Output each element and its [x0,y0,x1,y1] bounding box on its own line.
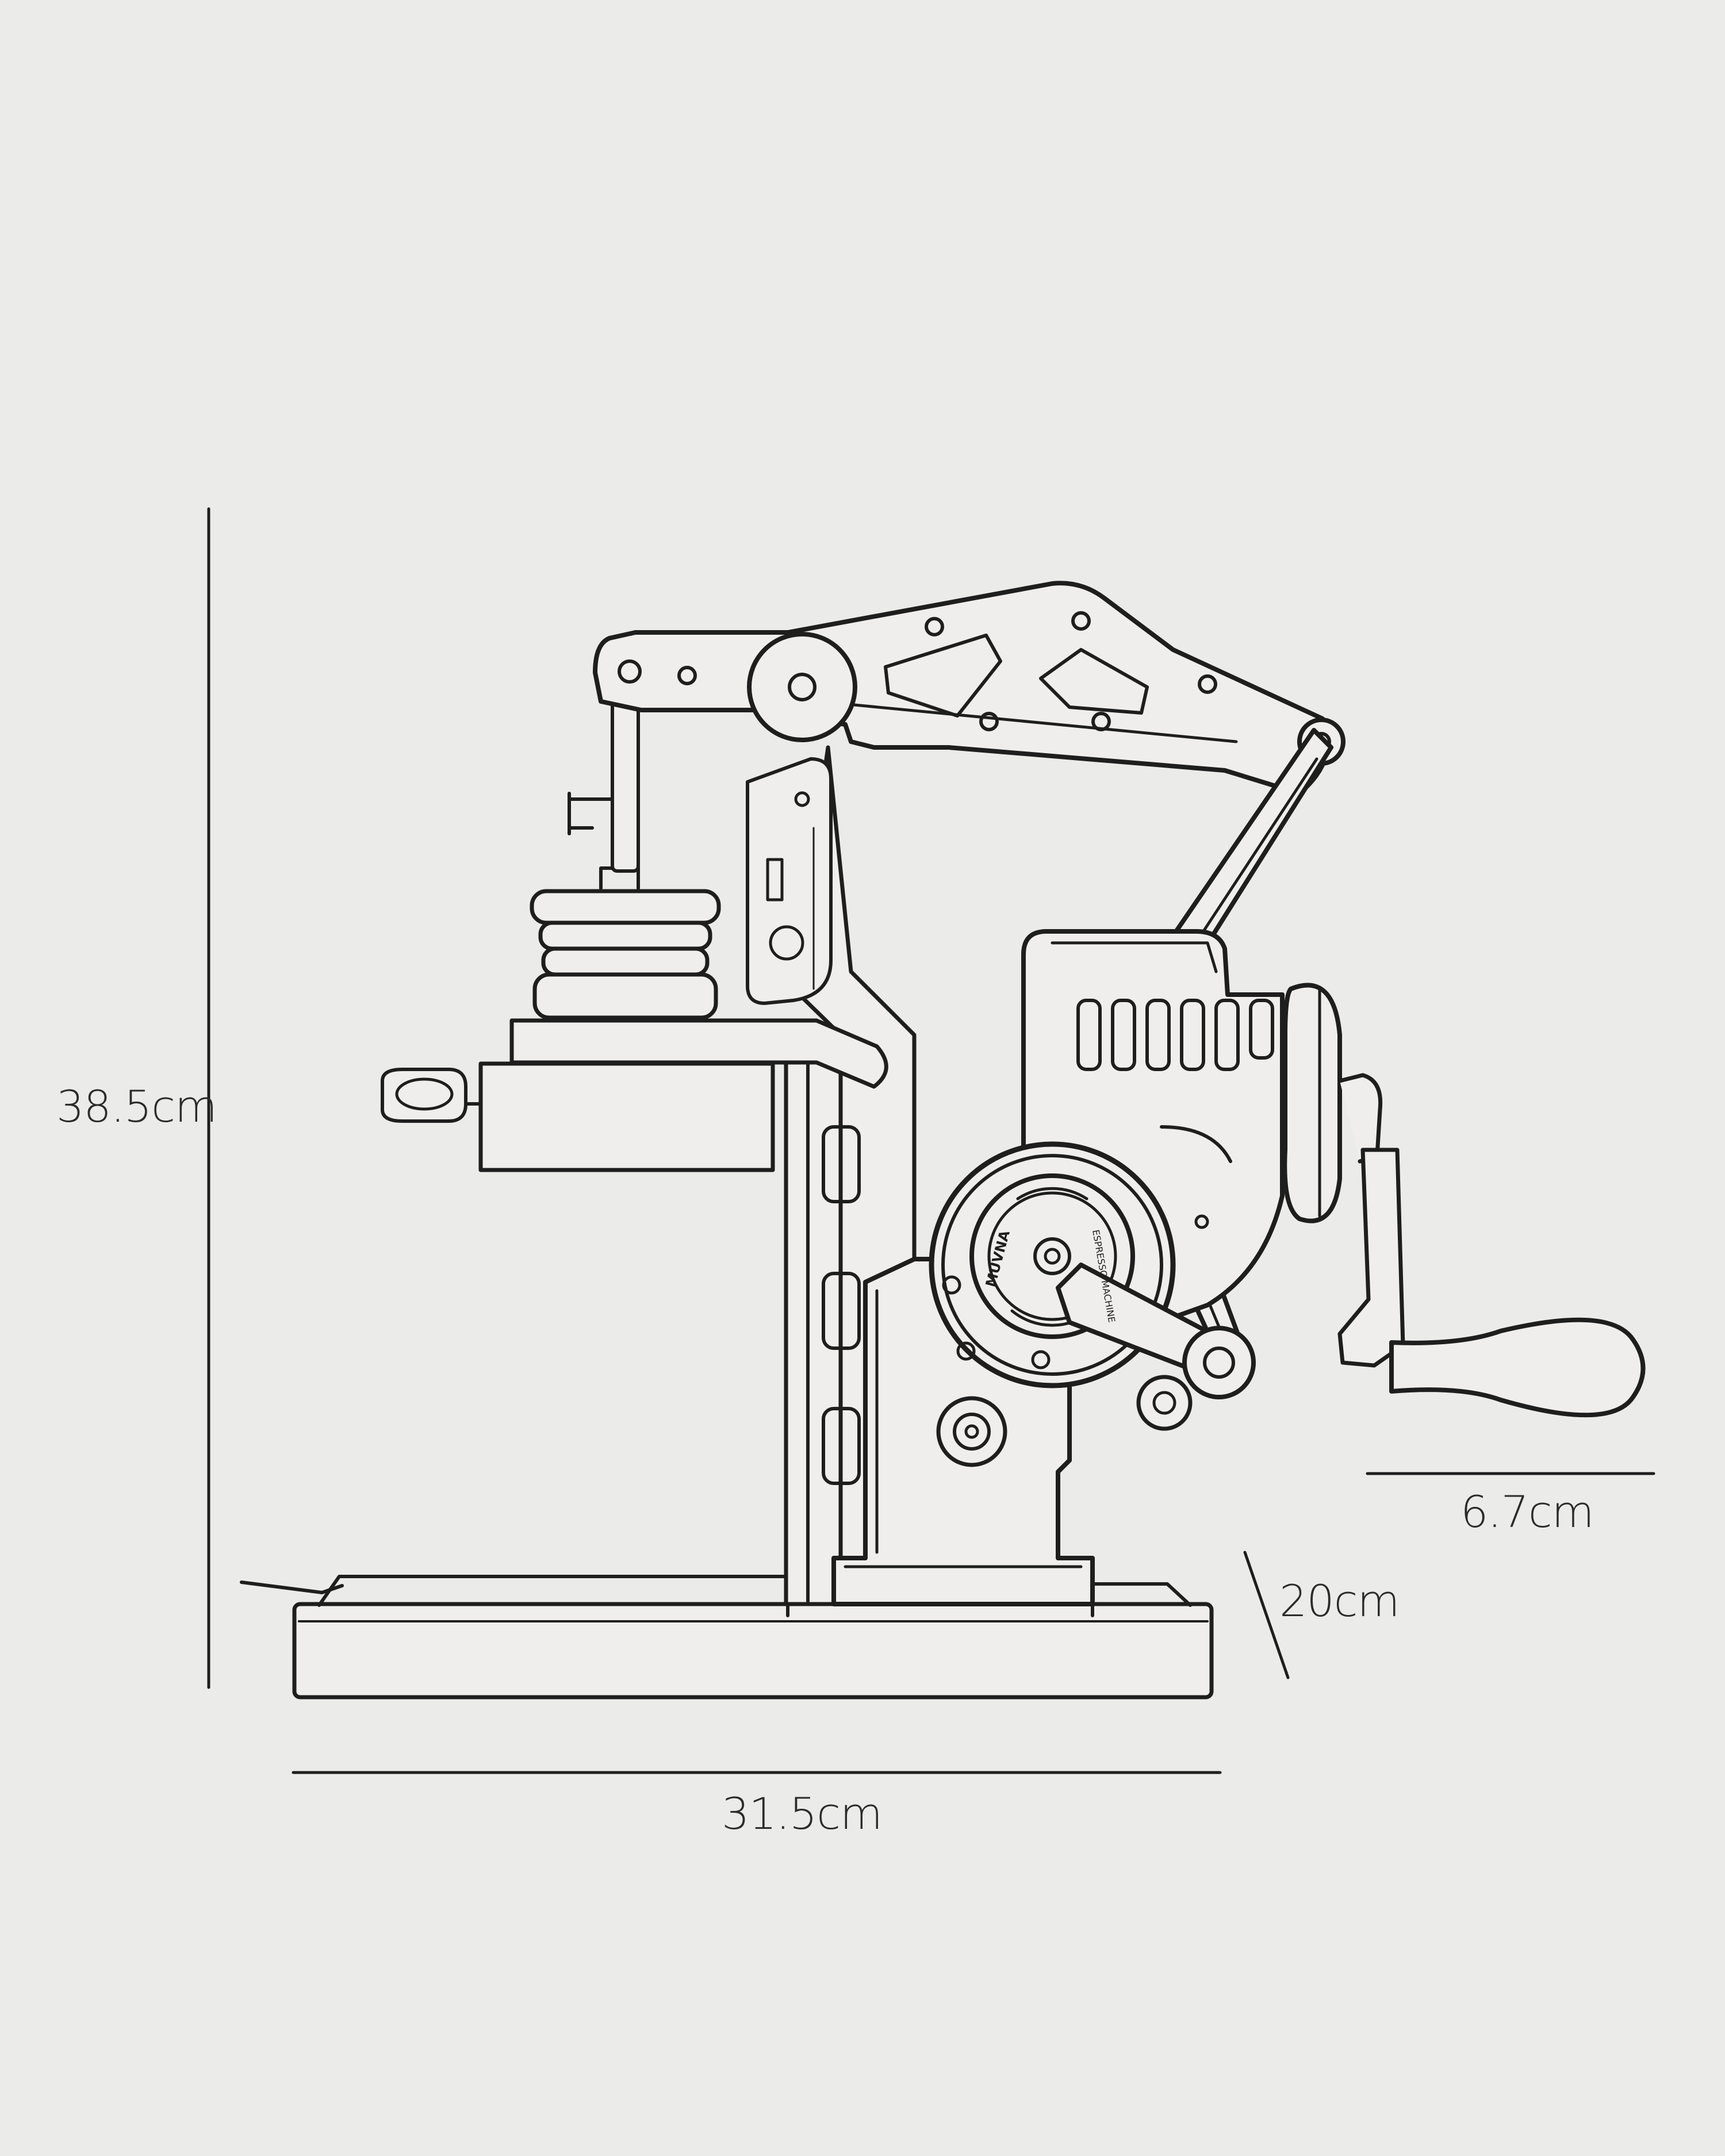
upper-lever-arm [593,581,1346,796]
depth-label: 20cm [1279,1575,1400,1626]
piston-rod [568,694,640,873]
hand-crank [1282,983,1646,1418]
base-tray [240,1575,1214,1700]
crank-link [1056,1263,1256,1431]
weight-stack [530,866,721,1020]
height-label: 38.5cm [56,1081,217,1132]
label-plate [746,757,833,1005]
group-platform [381,1018,888,1172]
handle-label: 6.7cm [1460,1486,1594,1537]
depth-dimension-line [1243,1551,1290,1679]
width-label: 31.5cm [722,1788,883,1839]
